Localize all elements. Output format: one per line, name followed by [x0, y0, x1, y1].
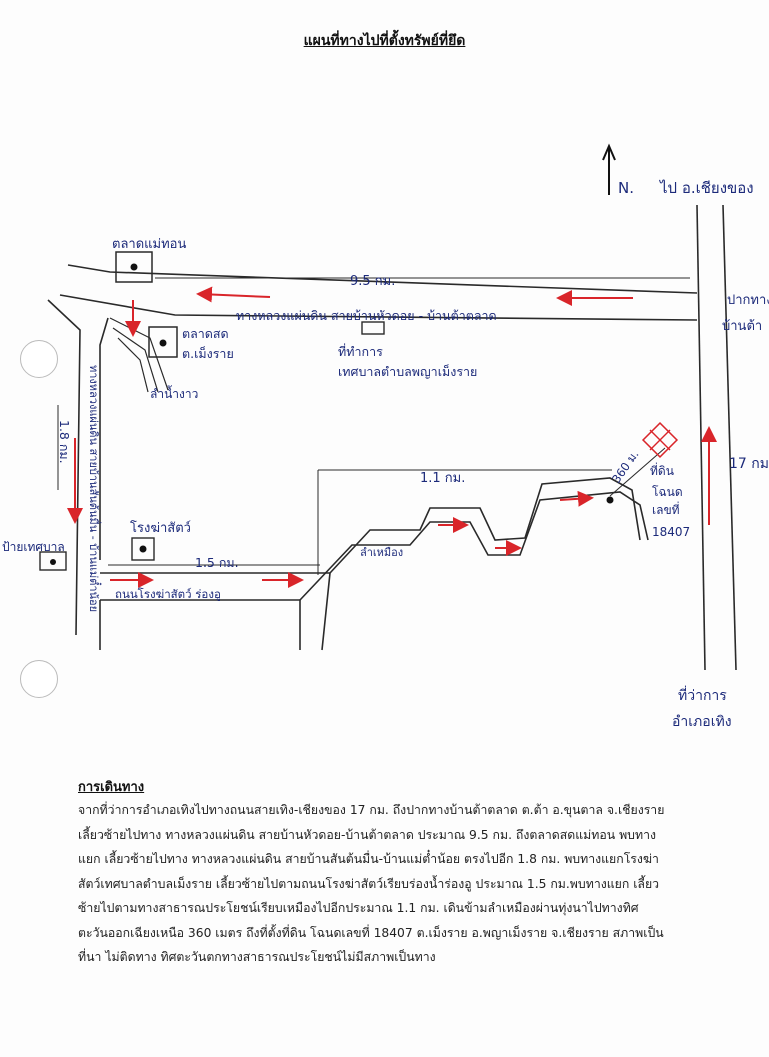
dist-17-label: 17 กม. — [729, 456, 769, 472]
punch-hole — [20, 660, 58, 698]
stream-crossing — [109, 317, 169, 393]
land-label-2: โฉนด — [652, 485, 683, 499]
dist-1-8-label: 1.8 กม. — [57, 420, 72, 464]
directions-line: เลี้ยวซ้ายไปทาง ทางหลวงแผ่นดิน สายบ้านหั… — [78, 827, 657, 842]
district-office-label-2: อำเภอเทิง — [672, 714, 732, 730]
north-label: N. — [618, 179, 634, 197]
bridge-area-label: ลำน้ำงาว — [150, 385, 198, 401]
road-theng-chiangkhong — [696, 204, 737, 671]
north-arrow — [602, 143, 616, 195]
slaughterhouse-dot — [139, 545, 147, 553]
municipal-sign-box — [39, 551, 67, 571]
market-mae-thon-label: ตลาดแม่ทอน — [112, 237, 186, 252]
municipality-office-label-2: เทศบาลตำบลพญาเม็งราย — [338, 364, 477, 379]
road-slaughterhouse-rongu — [100, 564, 331, 651]
directions-line: ตะวันออกเฉียงเหนือ 360 เมตร ถึงที่ตั้งที… — [78, 925, 664, 940]
junction-label-1: ปากทาง — [727, 293, 769, 308]
directions-line: สัตว์เทศบาลตำบลเม็งราย เลี้ยวซ้ายไปตามถน… — [78, 876, 660, 891]
market-mengrai-dot — [159, 339, 167, 347]
municipality-office-label-1: ที่ทำการ — [338, 343, 383, 359]
market-mae-thon-box — [115, 251, 153, 283]
road-rong-label: ถนนโรงฆ่าสัตว์ ร่องอู — [115, 587, 221, 601]
road-santonmuen-maetamnoi — [47, 299, 141, 650]
municipal-sign-dot — [50, 559, 56, 565]
district-office-label-1: ที่ว่าการ — [678, 686, 727, 704]
road-huadoi-tatalat — [59, 264, 698, 335]
land-label-4: 18407 — [652, 525, 690, 539]
municipal-sign-label: ป้ายเทศบาล — [2, 540, 65, 554]
market-mengrai-box — [148, 326, 178, 358]
main-road-label: ทางหลวงแผ่นดิน สายบ้านหัวดอย - บ้านต้าตล… — [236, 308, 497, 323]
directions-heading: การเดินทาง — [78, 780, 145, 795]
stream-label: ลำเหมือง — [360, 546, 403, 559]
directions-line: ซ้ายไปตามทางสาธารณประโยชน์เรียบเหมืองไปอ… — [78, 901, 639, 915]
dist-9-5-label: 9.5 กม. — [350, 274, 395, 289]
dist-360-label: 360 ม. — [609, 448, 642, 486]
land-label-1: ที่ดิน — [650, 462, 674, 478]
dist-1-5-label: 1.5 กม. — [195, 555, 239, 570]
market-mengrai-label-2: ต.เม็งราย — [182, 346, 234, 361]
directions-line: ที่นา ไม่ติดทาง ทิศตะวันตกทางสาธารณประโย… — [78, 950, 436, 964]
junction-label-2: บ้านต้า — [722, 319, 762, 334]
directions-text: จากที่ว่าการอำเภอเทิงไปทางถนนสายเทิง-เชี… — [78, 798, 768, 970]
directions-line: แยก เลี้ยวซ้ายไปทาง ทางหลวงแผ่นดิน สายบ้… — [78, 852, 659, 866]
public-way-along-stream — [299, 447, 666, 601]
slaughterhouse-label: โรงฆ่าสัตว์ — [130, 520, 191, 536]
market-mae-thon-dot — [130, 263, 138, 271]
vertical-road-label: ทางหลวงแผ่นดิน สายบ้านสันต้นมื่น - บ้านแ… — [87, 365, 103, 612]
land-label-3: เลขที่ — [652, 501, 680, 517]
dist-1-1-label: 1.1 กม. — [420, 471, 465, 486]
page-title: แผนที่ทางไปที่ตั้งทรัพย์ที่ยึด — [303, 33, 466, 49]
slaughterhouse-box — [131, 537, 155, 561]
punch-hole — [20, 340, 58, 378]
land-parcel-marker — [641, 421, 679, 459]
route-map: N. ไป อ.เชียงของ ปากทาง บ้านต้า 17 กม. ท… — [2, 143, 769, 730]
directions-line: จากที่ว่าการอำเภอเทิงไปทางถนนสายเทิง-เชี… — [78, 803, 665, 817]
market-mengrai-label-1: ตลาดสด — [182, 326, 229, 341]
to-chiang-khong-label: ไป อ.เชียงของ — [659, 179, 754, 197]
